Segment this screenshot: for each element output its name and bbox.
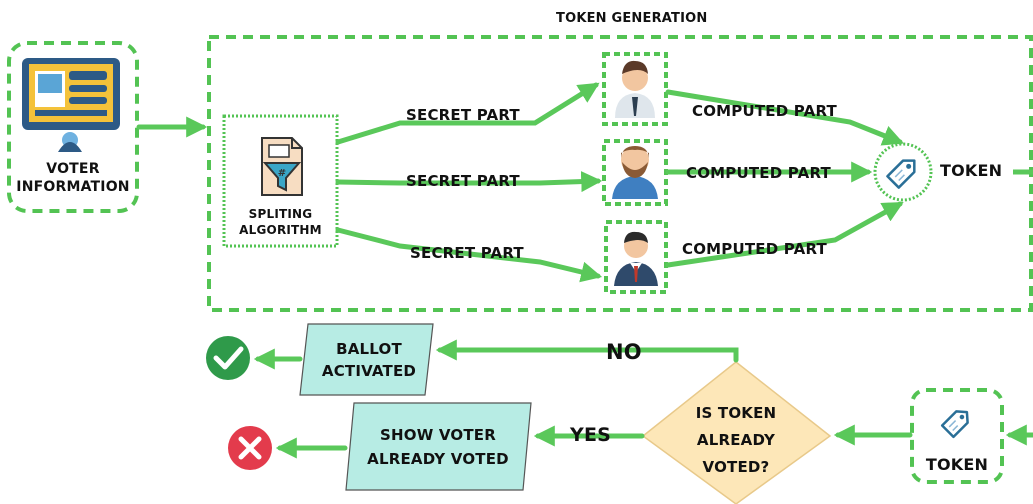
person-box-1 <box>602 52 668 126</box>
token-input-label: TOKEN <box>925 455 989 474</box>
price-tag-icon <box>886 159 916 189</box>
show-voter-already-voted-box <box>345 402 532 491</box>
decision-diamond <box>641 361 832 504</box>
computed-part-label-2: COMPUTED PART <box>686 164 831 182</box>
secret-part-label-3: SECRET PART <box>410 244 524 262</box>
person-icon <box>612 146 658 199</box>
token-circle <box>873 142 933 202</box>
voter-information-label: VOTER INFORMATION <box>16 161 130 195</box>
person-box-3 <box>604 220 668 294</box>
person-icon <box>615 60 655 118</box>
token-label: TOKEN <box>940 161 1003 180</box>
check-circle-icon <box>206 336 250 380</box>
section-title: TOKEN GENERATION <box>556 11 708 26</box>
computed-part-label-3: COMPUTED PART <box>682 240 827 258</box>
arrow-no <box>435 339 739 363</box>
arrow-computed-part-1 <box>665 89 904 146</box>
arrow-secret-part-3 <box>335 227 603 283</box>
computed-part-label-1: COMPUTED PART <box>692 102 837 120</box>
ballot-activated-box <box>299 323 434 396</box>
price-tag-icon <box>940 410 969 439</box>
ballot-activated-label: BALLOT ACTIVATED <box>321 340 417 380</box>
decision-label: IS TOKEN ALREADY VOTED? <box>695 404 777 476</box>
algorithm-label: SPLITING ALGORITHM <box>239 207 322 237</box>
arrow-secret-part-1 <box>335 82 600 145</box>
arrow-computed-part-3 <box>665 201 904 268</box>
cross-circle-icon <box>228 426 272 470</box>
secret-part-label-2: SECRET PART <box>406 172 520 190</box>
arrow-secret-part-2 <box>335 171 603 193</box>
voter-information-card <box>7 41 139 213</box>
yes-label: YES <box>570 424 612 446</box>
no-label: NO <box>606 340 642 364</box>
person-icon <box>614 231 658 286</box>
svg-text:#: # <box>278 168 286 179</box>
filter-document-icon: # <box>261 137 303 196</box>
secret-part-label-1: SECRET PART <box>406 106 520 124</box>
show-voter-already-voted-label: SHOW VOTER ALREADY VOTED <box>367 426 509 468</box>
monitor-icon <box>22 58 120 152</box>
